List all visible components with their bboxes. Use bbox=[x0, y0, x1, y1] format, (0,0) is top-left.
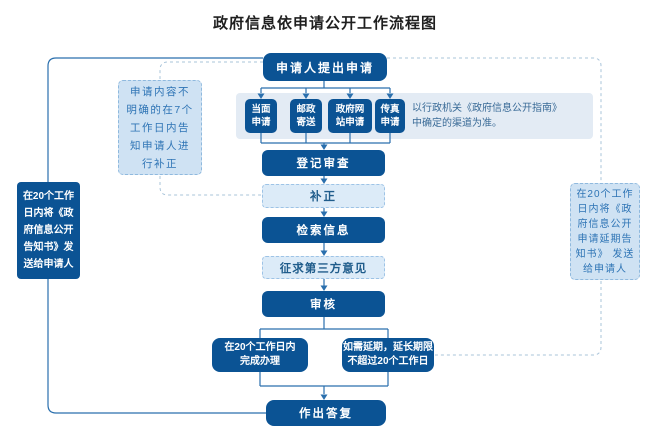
node-review: 审核 bbox=[262, 291, 385, 317]
notice-disclosure-letter: 在20个工作 日内将《政 府信息公开 告知书》发 送给申请人 bbox=[17, 182, 80, 279]
node-third-party-opinion: 征求第三方意见 bbox=[262, 256, 385, 279]
node-reply: 作出答复 bbox=[266, 400, 386, 426]
node-channel-inperson: 当面 申请 bbox=[245, 99, 277, 133]
node-extension: 如需延期，延长期限 不超过20个工作日 bbox=[342, 338, 434, 372]
page-title: 政府信息依申请公开工作流程图 bbox=[212, 15, 437, 32]
node-correction: 补正 bbox=[262, 184, 385, 208]
notice-extension-letter: 在20个工作 日内将《政 府信息公开 申请延期告 知书》 发送 给申请人 bbox=[570, 183, 640, 280]
channel-note: 以行政机关《政府信息公开指南》 中确定的渠道为准。 bbox=[412, 103, 562, 129]
node-apply: 申请人提出申请 bbox=[263, 53, 387, 81]
node-register-review: 登记审查 bbox=[262, 150, 385, 176]
node-channel-website: 政府网 站申请 bbox=[328, 99, 372, 133]
node-search-info: 检索信息 bbox=[262, 217, 385, 243]
arrowheads bbox=[257, 93, 394, 400]
note-unclear-application: 申请内容不 明确的在7个 工作日内告 知申请人进 行补正 bbox=[118, 80, 202, 175]
node-complete-in-20-days: 在20个工作日内 完成办理 bbox=[212, 338, 308, 372]
node-channel-fax: 传真 申请 bbox=[375, 99, 405, 133]
node-channel-post: 邮政 寄送 bbox=[290, 99, 322, 133]
